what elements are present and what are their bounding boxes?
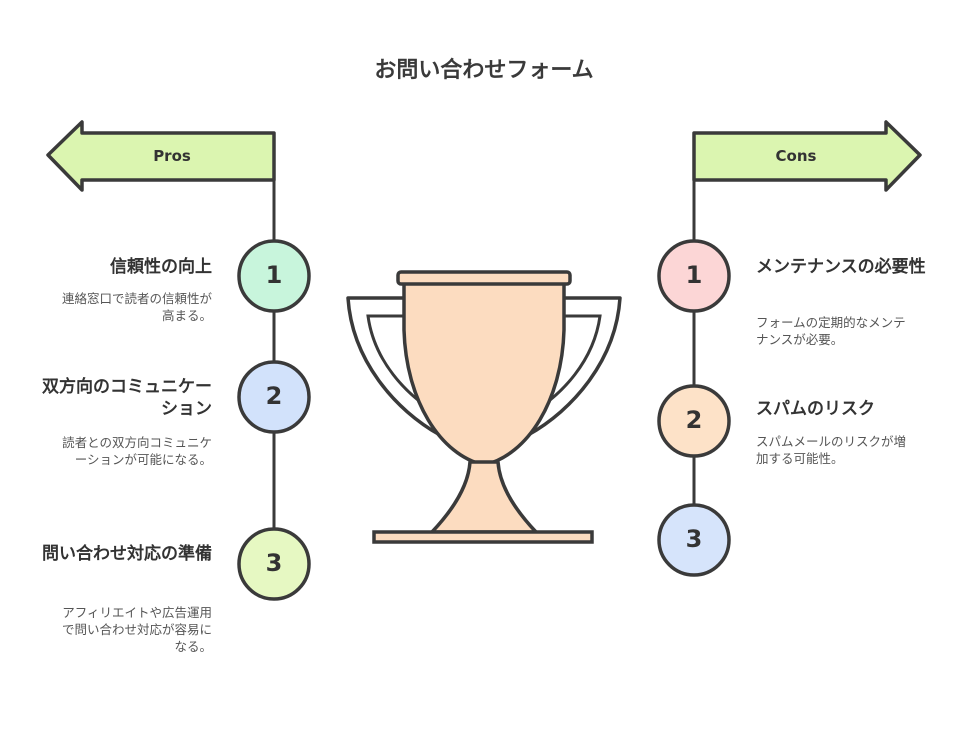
page-title: お問い合わせフォーム [374, 58, 594, 83]
cons-circle-3 [657, 503, 731, 577]
cons-item-2-title: スパムのリスク [756, 399, 875, 419]
pros-arrow [46, 120, 276, 192]
pros-circle-3 [237, 527, 311, 601]
pros-item-1-title: 信頼性の向上 [110, 257, 212, 277]
pros-item-3-desc: アフィリエイトや広告運用で問い合わせ対応が容易になる。 [61, 605, 212, 654]
cons-number-2: 2 [685, 406, 703, 434]
pros-number-2: 2 [265, 382, 283, 410]
pros-label: Pros [153, 147, 191, 165]
cons-number-1: 1 [685, 261, 703, 289]
cons-item-1-title: メンテナンスの必要性 [756, 257, 926, 277]
pros-item-1-desc: 連絡窓口で読者の信頼性が高まる。 [61, 291, 212, 323]
cons-item-2-desc: スパムメールのリスクが増加する可能性。 [756, 434, 907, 466]
pros-circle-1 [237, 239, 311, 313]
cons-item-1-desc: フォームの定期的なメンテナンスが必要。 [756, 315, 906, 347]
pros-item-3-title: 問い合わせ対応の準備 [42, 544, 212, 564]
cons-circle-2 [657, 384, 731, 458]
pros-item-2-desc: 読者との双方向コミュニケーションが可能になる。 [62, 435, 212, 467]
cons-circle-1 [657, 239, 731, 313]
pros-number-1: 1 [265, 261, 283, 289]
cons-label: Cons [775, 147, 817, 165]
cons-number-3: 3 [685, 525, 703, 553]
trophy-icon [346, 270, 622, 544]
pros-circle-2 [237, 360, 311, 434]
pros-item-2-title: 双方向のコミュニケーション [42, 377, 212, 419]
pros-number-3: 3 [265, 549, 283, 577]
cons-arrow [692, 120, 922, 192]
